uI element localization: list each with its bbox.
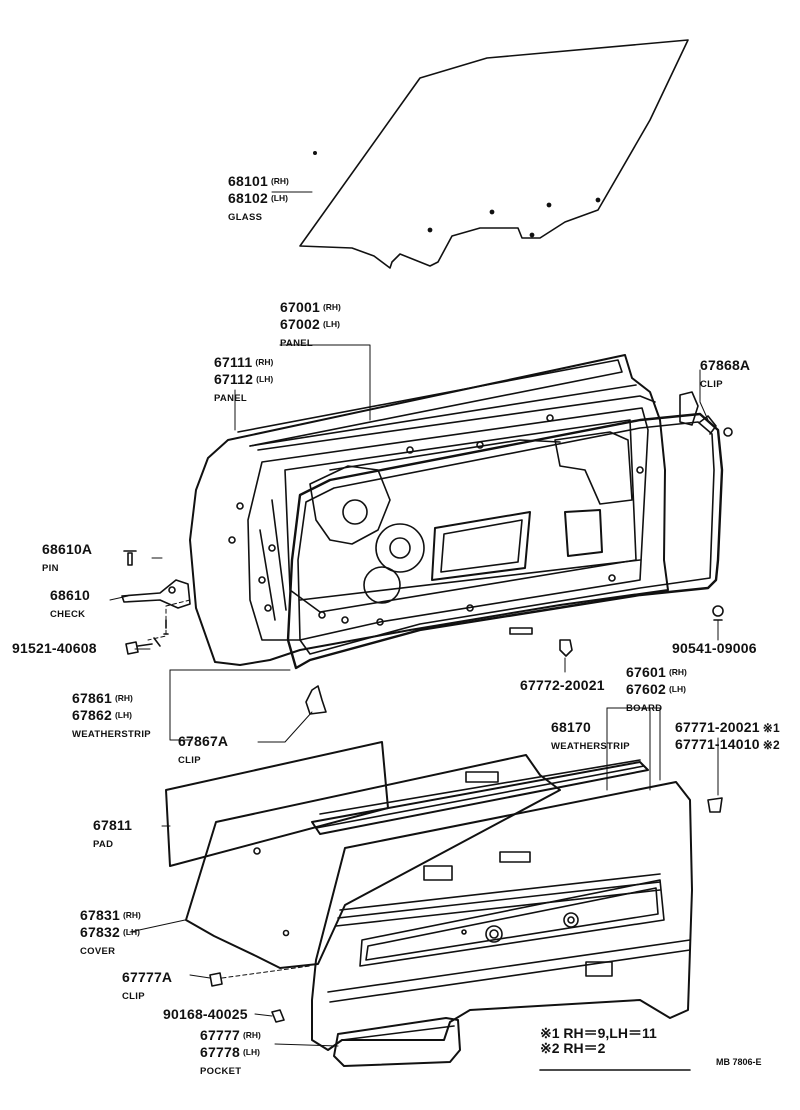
callout-weatherstrip-door: 67861(RH) 67862(LH) WEATHERSTRIP — [72, 690, 151, 740]
clip-67777a-drawing — [209, 972, 223, 987]
figure-code: MB 7806-E — [716, 1057, 762, 1067]
callout-clip-67777a: 67777A CLIP — [122, 969, 173, 1002]
door-weatherstrip-drawing — [286, 412, 724, 670]
quantity-notes: ※1 RH＝9,LH＝11 ※2 RH＝2 — [540, 1026, 657, 1056]
board-drawing — [311, 781, 693, 1067]
clip-67868a-drawing — [679, 391, 733, 437]
callout-weatherstrip-belt: 68170 WEATHERSTRIP — [551, 719, 630, 752]
note-1: ※1 RH＝9,LH＝11 — [540, 1025, 657, 1041]
callout-pocket: 67777(RH) 67778(LH) POCKET — [200, 1027, 261, 1077]
callout-clip-67867a: 67867A CLIP — [178, 733, 229, 766]
screw-drawing — [271, 1009, 285, 1023]
clip-67867a-drawing — [305, 685, 327, 715]
note-2: ※2 RH＝2 — [540, 1040, 606, 1056]
nut-drawing — [712, 605, 724, 621]
callout-clip-67772: 67772-20021 — [520, 677, 605, 693]
belt-weatherstrip-drawing — [311, 759, 649, 835]
clip-67772-drawing — [559, 639, 573, 657]
callout-pin: 68610A PIN — [42, 541, 93, 574]
callout-bolt: 91521-40608 — [12, 640, 97, 656]
callout-panel: 67001(RH) 67002(LH) PANEL — [280, 299, 341, 349]
check-drawing — [121, 550, 191, 635]
callout-cover: 67831(RH) 67832(LH) COVER — [80, 907, 141, 957]
leader-lines — [109, 191, 719, 1071]
callout-check: 68610 CHECK — [50, 587, 90, 620]
cover-drawing — [185, 754, 561, 969]
bolt-drawing — [125, 637, 161, 655]
callout-nut: 90541-09006 — [672, 640, 757, 656]
clip-67771-drawing — [707, 797, 723, 813]
callout-inner-panel: 67111(RH) 67112(LH) PANEL — [214, 354, 274, 404]
callout-glass: 68101(RH) 68102(LH) GLASS — [228, 173, 289, 223]
callout-clip-67868a: 67868A CLIP — [700, 357, 751, 390]
callout-board: 67601(RH) 67602(LH) BOARD — [626, 664, 687, 714]
callout-clips-board: 67771-20021※1 67771-14010※2 — [675, 719, 780, 752]
callout-screw: 90168-40025 — [163, 1006, 248, 1022]
dashed-leaders — [147, 599, 311, 979]
callout-pad: 67811 PAD — [93, 817, 133, 850]
glass-drawing — [299, 39, 689, 269]
